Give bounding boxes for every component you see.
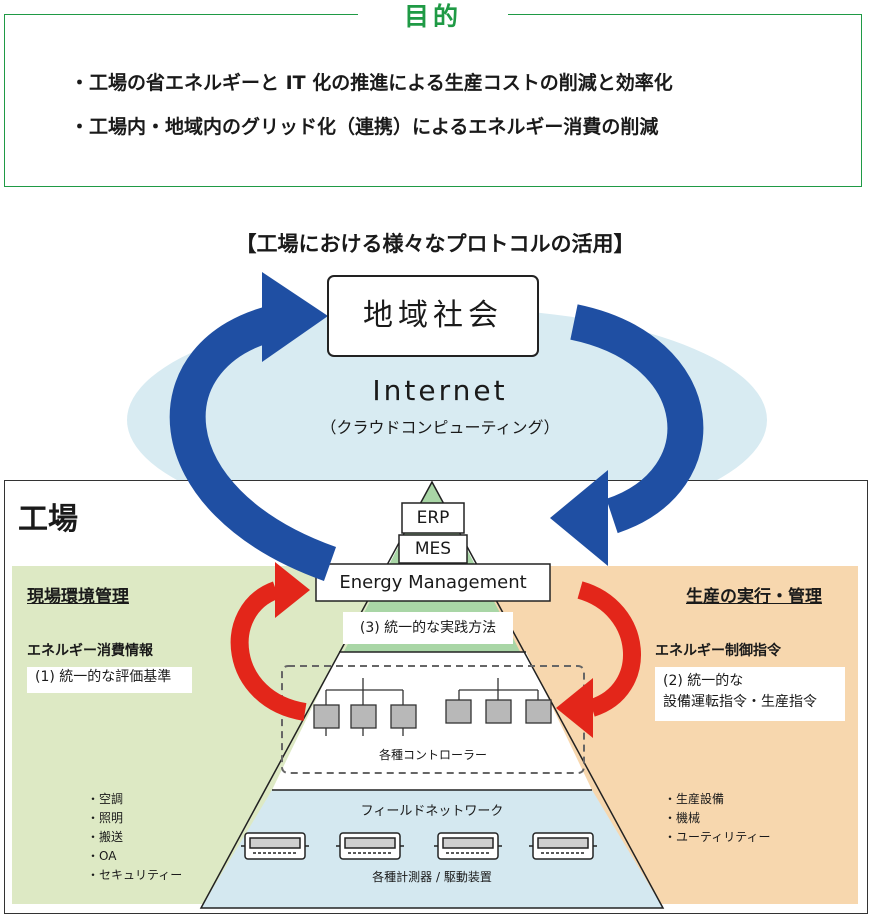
device-icon xyxy=(336,832,404,860)
mes-box xyxy=(398,534,468,564)
device-icon xyxy=(434,832,502,860)
factory-label: 工場 xyxy=(18,502,78,537)
pyramid-outline xyxy=(199,480,665,909)
internet-title: Internet xyxy=(372,374,508,407)
bullet-item: ・生産設備 xyxy=(664,792,725,806)
bullet-item: ・セキュリティー xyxy=(87,868,183,882)
devices-label: 各種計測器 / 駆動装置 xyxy=(372,870,492,884)
blue-arrow-right xyxy=(569,304,704,534)
red-arrow-left-head xyxy=(275,562,310,618)
bullet-item: ・機械 xyxy=(664,811,701,825)
blue-arrow-right-head xyxy=(550,470,608,566)
internet-subtitle: （クラウドコンピューティング） xyxy=(320,418,560,437)
red-arrow-right-head xyxy=(556,678,593,738)
energy-management-box xyxy=(315,563,551,602)
controller-icon xyxy=(390,704,417,729)
community-label: 地域社会 xyxy=(363,298,503,333)
controllers-label: 各種コントローラー xyxy=(378,748,487,762)
erp-box xyxy=(401,502,465,534)
controller-icon xyxy=(445,699,472,724)
blue-arrow-left-head xyxy=(262,272,328,362)
operation-command-line-2: 設備運転指令・生産指令 xyxy=(663,694,817,710)
field-network-label: フィールドネットワーク xyxy=(360,804,504,819)
right-panel-title: 生産の実行・管理 xyxy=(686,587,822,607)
bullet-item: ・照明 xyxy=(87,811,124,825)
energy-management-label: Energy Management xyxy=(339,572,527,593)
pyramid-middle-section xyxy=(272,652,592,790)
practice-method-label: (3) 統一的な実践方法 xyxy=(359,620,497,636)
evaluation-criteria-box: (1) 統一的な評価基準 xyxy=(27,667,192,693)
right-panel-subtitle: エネルギー制御指令 xyxy=(655,643,781,659)
controller-icon xyxy=(313,704,340,729)
bullet-item: ・OA xyxy=(87,849,117,863)
left-panel-title: 現場環境管理 xyxy=(27,587,129,607)
right-bullets: ・生産設備 ・機械 ・ユーティリティー xyxy=(664,790,771,847)
purpose-line-1: ・工場の省エネルギーと IT 化の推進による生産コストの削減と効率化 xyxy=(70,72,673,94)
left-bullets: ・空調 ・照明 ・搬送 ・OA ・セキュリティー xyxy=(87,790,182,885)
device-icon xyxy=(529,832,597,860)
practice-method-box xyxy=(343,612,513,644)
operation-command-line-1: (2) 統一的な xyxy=(663,673,744,689)
controller-tree-left xyxy=(313,678,417,736)
purpose-title: 目的 xyxy=(358,0,508,34)
device-icons xyxy=(241,832,597,860)
controllers-dashed-box xyxy=(281,665,585,774)
red-arrow-left xyxy=(230,581,307,721)
bullet-item: ・搬送 xyxy=(87,830,124,844)
controller-icon xyxy=(485,699,512,724)
controller-icon xyxy=(350,704,377,729)
red-arrow-right xyxy=(577,581,641,717)
bullet-item: ・空調 xyxy=(87,792,124,806)
mes-label: MES xyxy=(414,539,452,559)
controller-icon xyxy=(525,699,552,724)
pyramid-bottom-section xyxy=(201,790,663,908)
left-panel-subtitle: エネルギー消費情報 xyxy=(27,643,153,659)
erp-label: ERP xyxy=(416,508,450,528)
operation-command-box: (2) 統一的な 設備運転指令・生産指令 xyxy=(655,667,845,721)
bullet-item: ・ユーティリティー xyxy=(664,830,771,844)
blue-arrow-left xyxy=(169,304,337,581)
purpose-line-2: ・工場内・地域内のグリッド化（連携）によるエネルギー消費の削減 xyxy=(70,116,659,138)
controller-tree-right xyxy=(445,678,552,724)
device-icon xyxy=(241,832,309,860)
protocol-heading: 【工場における様々なプロトコルの活用】 xyxy=(235,232,635,256)
community-box xyxy=(327,275,539,357)
